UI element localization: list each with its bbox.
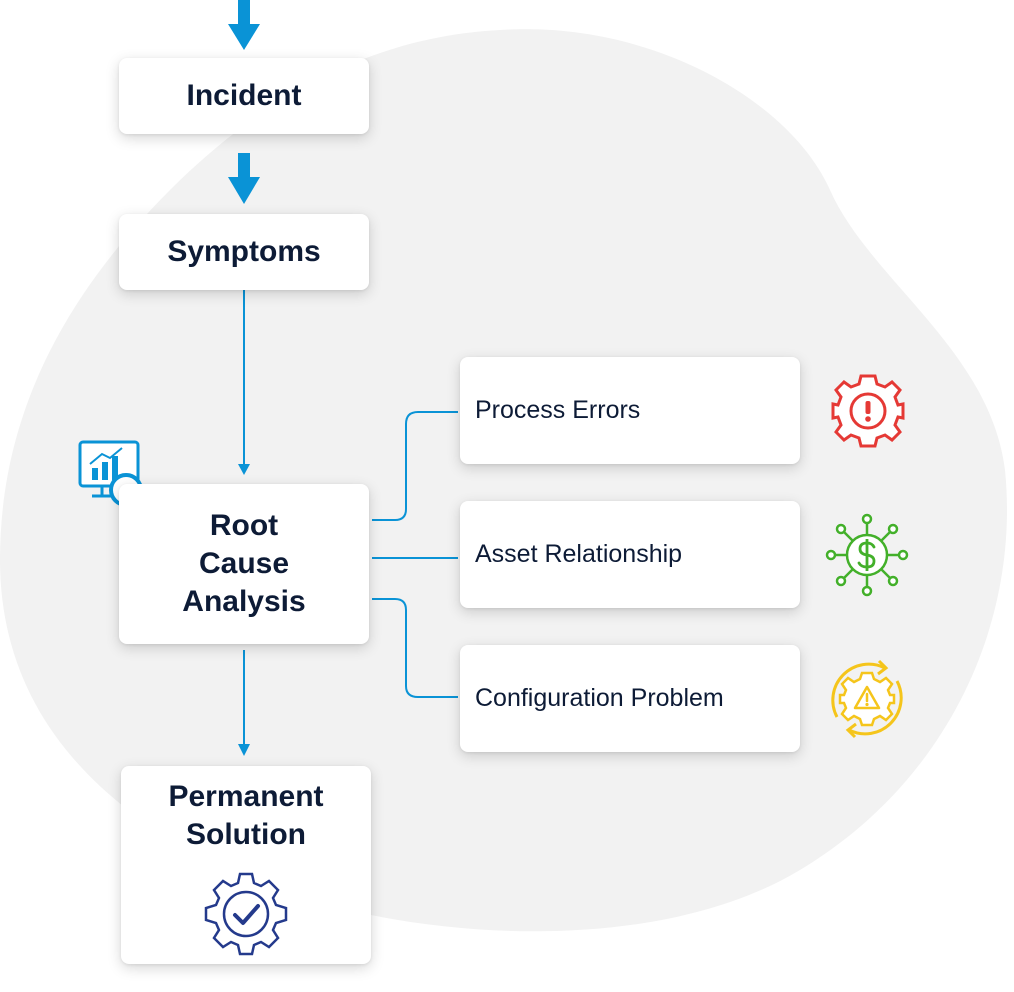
arrow-down-icon bbox=[238, 290, 250, 475]
solution-line-1: Permanent bbox=[168, 780, 324, 813]
branch-label: Configuration Problem bbox=[475, 684, 724, 712]
rca-line-3: Analysis bbox=[182, 585, 306, 618]
branch-label: Process Errors bbox=[475, 396, 641, 424]
root-cause-analysis-card: Root Cause Analysis bbox=[119, 484, 369, 644]
root-cause-analysis-label: Root Cause Analysis bbox=[182, 507, 305, 621]
symptoms-label: Symptoms bbox=[167, 235, 321, 268]
arrow-down-icon bbox=[238, 650, 250, 756]
gear-check-icon bbox=[204, 872, 288, 956]
branch-card-process-errors: Process Errors bbox=[460, 357, 800, 464]
rca-line-2: Cause bbox=[198, 547, 290, 580]
arrow-down-icon bbox=[228, 153, 260, 204]
dollar-network-icon bbox=[825, 513, 909, 597]
branch-label: Asset Relationship bbox=[475, 540, 683, 568]
branch-connector bbox=[372, 598, 458, 698]
symptoms-card: Symptoms bbox=[119, 214, 369, 290]
arrow-down-icon bbox=[228, 0, 260, 50]
incident-label: Incident bbox=[186, 79, 302, 112]
branch-connector bbox=[372, 411, 458, 521]
permanent-solution-label: Permanent Solution bbox=[168, 778, 323, 854]
warning-gear-icon bbox=[831, 374, 905, 448]
rca-line-1: Root bbox=[209, 509, 279, 542]
permanent-solution-card: Permanent Solution bbox=[121, 766, 371, 964]
incident-card: Incident bbox=[119, 58, 369, 134]
solution-line-2: Solution bbox=[186, 818, 306, 851]
branch-card-configuration-problem: Configuration Problem bbox=[460, 645, 800, 752]
alert-cycle-icon bbox=[831, 659, 903, 739]
branch-card-asset-relationship: Asset Relationship bbox=[460, 501, 800, 608]
